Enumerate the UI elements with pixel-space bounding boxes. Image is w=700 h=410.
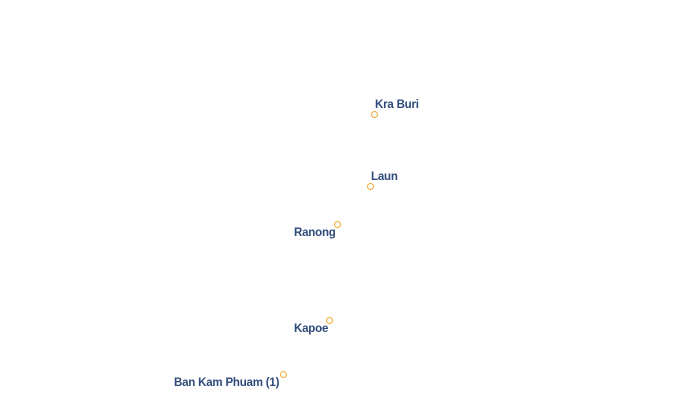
place-label[interactable]: Ban Kam Phuam (1) [174,377,280,389]
place-label[interactable]: Kapoe [294,323,329,335]
place-marker-icon[interactable] [371,111,378,118]
place-label[interactable]: Laun [371,171,398,183]
place-marker-icon[interactable] [367,183,374,190]
place-marker-icon[interactable] [334,221,341,228]
place-label[interactable]: Kra Buri [375,99,419,111]
place-marker-icon[interactable] [326,317,333,324]
place-marker-icon[interactable] [280,371,287,378]
place-label[interactable]: Ranong [294,227,336,239]
